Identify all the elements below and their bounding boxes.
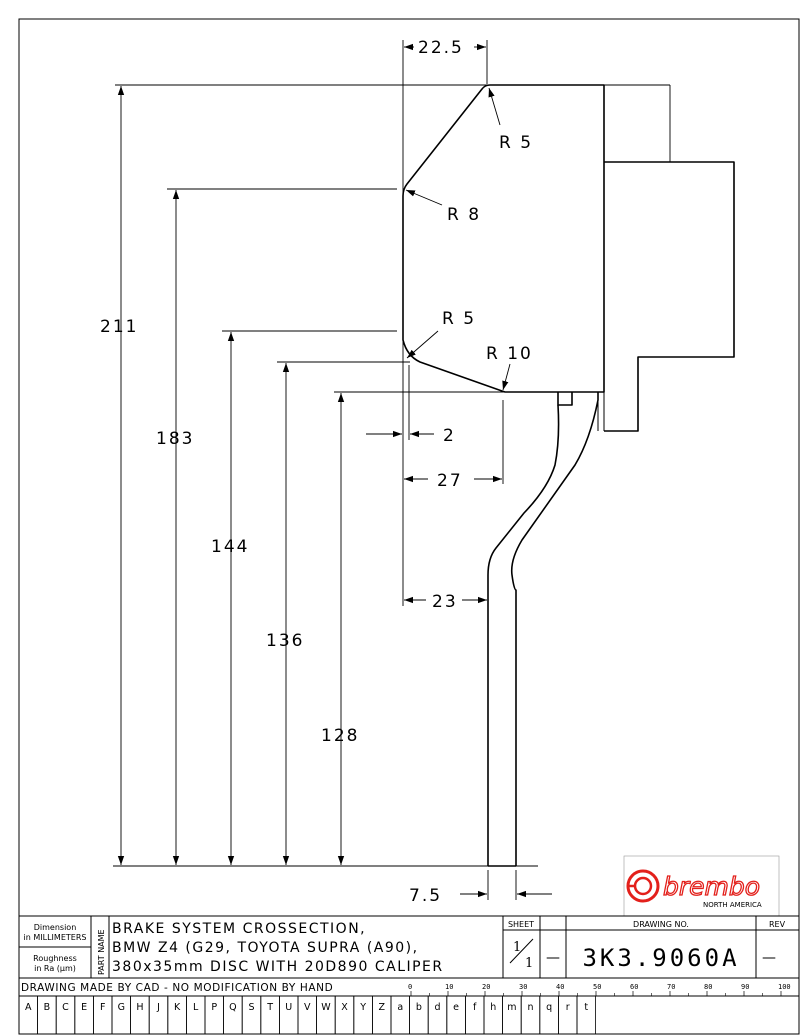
grid-cell	[576, 995, 597, 1035]
brembo-logo: brembo NORTH AMERICA	[623, 855, 780, 917]
dim-r8: R 8	[447, 205, 481, 225]
grid-letter: W	[321, 1002, 331, 1013]
rev-label: REV	[769, 920, 786, 929]
grid-letter: a	[397, 1002, 403, 1013]
grid-letter: A	[25, 1002, 32, 1013]
scale-label: 10	[445, 983, 453, 991]
grid-letter: h	[490, 1002, 496, 1013]
scale-label: 60	[630, 983, 638, 991]
extension-lines	[113, 40, 671, 900]
part-name-label: PART NAME	[97, 929, 106, 975]
scale-label: 90	[741, 983, 749, 991]
grid-letter: C	[62, 1002, 69, 1013]
grid-letter: b	[416, 1002, 422, 1013]
grid-letter: e	[453, 1002, 459, 1013]
title-line-2: BMW Z4 (G29, TOYOTA SUPRA (A90),	[112, 940, 419, 956]
dim-136: 136	[266, 631, 304, 651]
dimension-lines	[117, 43, 552, 898]
cad-note: DRAWING MADE BY CAD - NO MODIFICATION BY…	[21, 982, 333, 994]
caliper-outline	[402, 84, 735, 432]
grid-letter: n	[527, 1002, 533, 1013]
grid-letter: T	[266, 1002, 273, 1013]
dim-183: 183	[156, 429, 194, 449]
dimension-label: Dimension	[34, 923, 77, 932]
scale-label: 50	[593, 983, 601, 991]
scale-label: 70	[667, 983, 675, 991]
grid-letter: V	[304, 1002, 311, 1013]
scale-ruler: 0 10 20 30 40 50 60 70 80 90 100	[408, 983, 791, 996]
rev-value: —	[762, 950, 776, 966]
dim-211: 211	[100, 317, 138, 337]
sheet-number: 1	[513, 940, 521, 955]
grid-letter: r	[566, 1002, 570, 1013]
scale-label: 100	[778, 983, 791, 991]
dim-22-5: 22.5	[418, 38, 464, 58]
grid-letter: B	[44, 1002, 51, 1013]
scale-label: 30	[519, 983, 527, 991]
brembo-wordmark: brembo	[663, 872, 760, 901]
grid-letter: S	[248, 1002, 254, 1013]
dim-144: 144	[211, 537, 249, 557]
grid-letter: E	[81, 1002, 87, 1013]
grid-letter: G	[118, 1002, 125, 1013]
title-line-3: 380x35mm DISC WITH 20D890 CALIPER	[112, 959, 444, 975]
grid-letter: J	[156, 1002, 160, 1013]
dimension-texts: 22.5 R 5 R 8 R 5 R 10 211 183 144 136 12…	[100, 38, 533, 906]
title-block-text: Dimension in MILLIMETERS Roughness in Ra…	[21, 920, 786, 994]
dimension-units-label: in MILLIMETERS	[24, 933, 87, 942]
grid-letter: H	[136, 1002, 143, 1013]
brembo-subtitle: NORTH AMERICA	[703, 901, 762, 909]
sheet-label: SHEET	[508, 920, 534, 929]
grid-letter: q	[546, 1002, 552, 1013]
dim-r10: R 10	[486, 344, 533, 364]
disc-profile	[487, 392, 599, 867]
scale-label: 40	[556, 983, 564, 991]
roughness-units-label: in Ra (μm)	[34, 964, 76, 973]
brembo-logo-mark	[626, 869, 660, 903]
grid-letter: P	[211, 1002, 217, 1013]
drawing-no-label: DRAWING NO.	[633, 920, 689, 929]
dim-27: 27	[437, 471, 463, 491]
dim-128: 128	[321, 726, 359, 746]
grid-letter: X	[341, 1002, 348, 1013]
grid-letter: L	[193, 1002, 199, 1013]
grid-letter: Z	[378, 1002, 385, 1013]
grid-letter: F	[100, 1002, 105, 1013]
roughness-label: Roughness	[33, 954, 77, 963]
sheet-dash: —	[546, 950, 560, 966]
grid-letter: d	[434, 1002, 440, 1013]
grid-letter: K	[174, 1002, 181, 1013]
drawing-number: 3K3.9060A	[582, 944, 739, 972]
sheet-total: 1	[525, 956, 533, 971]
dim-r5-mid: R 5	[442, 309, 476, 329]
scale-label: 0	[408, 983, 412, 991]
dim-2: 2	[443, 426, 456, 446]
grid-letter: t	[584, 1002, 588, 1013]
grid-letter: U	[285, 1002, 292, 1013]
title-line-1: BRAKE SYSTEM CROSSECTION,	[112, 921, 366, 937]
grid-letter: m	[507, 1002, 516, 1013]
dim-23: 23	[432, 592, 458, 612]
dim-r5-top: R 5	[499, 133, 533, 153]
grid-letter: Y	[359, 1002, 366, 1013]
grid-letter: Q	[229, 1002, 236, 1013]
scale-label: 80	[704, 983, 712, 991]
grid-letter: f	[473, 1002, 477, 1013]
dim-7-5: 7.5	[409, 886, 442, 906]
scale-label: 20	[482, 983, 490, 991]
